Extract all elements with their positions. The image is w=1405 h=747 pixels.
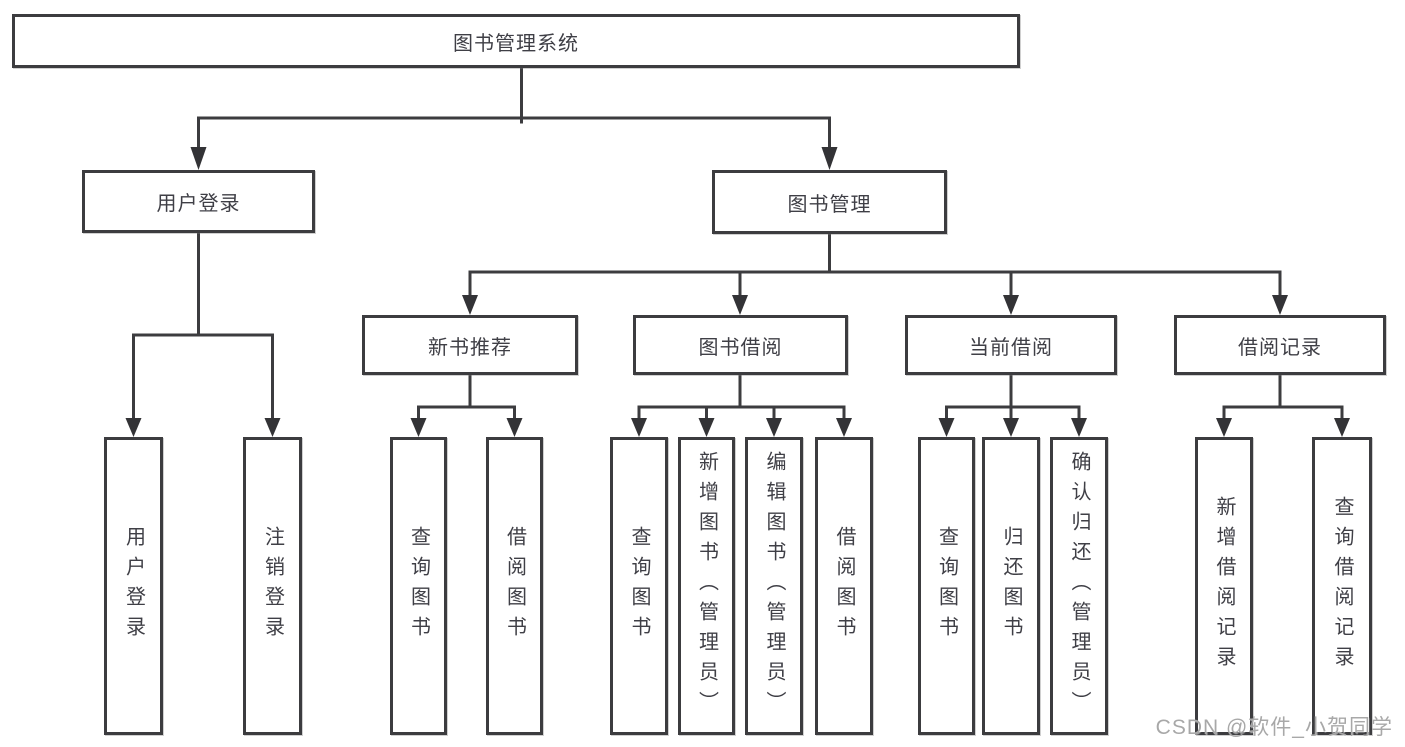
node-book-management: 图书管理 [712, 170, 947, 234]
leaf-borrow-books-2: 借阅图书 [815, 437, 873, 735]
leaf-query-books-3: 查询图书 [918, 437, 975, 735]
node-book-borrow: 图书借阅 [633, 315, 848, 375]
leaf-label: 借阅图书 [833, 526, 855, 646]
connector-newrec-branch [417, 405, 516, 421]
leaf-user-login: 用户登录 [104, 437, 163, 735]
leaf-edit-books-admin: 编辑图书（管理员） [745, 437, 803, 735]
arrow-down-icon [1272, 295, 1288, 315]
connector-bookmgmt-branch [468, 270, 1282, 298]
connector-current-branch [945, 405, 1081, 421]
arrowheads [125, 147, 1350, 437]
leaf-label: 借阅图书 [503, 526, 526, 646]
leaf-label: 查询图书 [935, 526, 958, 646]
connector-root-branch [197, 116, 831, 153]
arrow-down-icon [125, 418, 142, 437]
arrow-down-icon [506, 418, 523, 437]
arrow-down-icon [1334, 418, 1350, 437]
arrow-down-icon [732, 295, 748, 315]
leaf-label: 用户登录 [122, 526, 145, 646]
arrow-down-icon [631, 418, 647, 437]
leaf-logout: 注销登录 [243, 437, 302, 735]
leaf-borrow-books-1: 借阅图书 [486, 437, 543, 735]
leaf-label: 新增图书（管理员） [695, 451, 718, 721]
leaf-label: 查询图书 [407, 526, 430, 646]
leaf-query-books-2: 查询图书 [610, 437, 668, 735]
node-user-login: 用户登录 [82, 170, 315, 233]
arrow-down-icon [1071, 418, 1087, 437]
arrow-down-icon [1216, 418, 1232, 437]
leaf-label: 新增借阅记录 [1213, 496, 1235, 676]
node-root-system: 图书管理系统 [12, 14, 1020, 68]
arrow-down-icon [766, 418, 782, 437]
leaf-add-books-admin: 新增图书（管理员） [678, 437, 735, 735]
leaf-label: 注销登录 [261, 526, 284, 646]
connector-userlogin-branch [132, 333, 274, 421]
leaf-label: 归还图书 [1000, 526, 1022, 646]
leaf-confirm-return-admin: 确认归还（管理员） [1050, 437, 1108, 735]
arrow-down-icon [190, 147, 207, 170]
leaf-label: 确认归还（管理员） [1068, 451, 1090, 721]
arrow-down-icon [698, 418, 715, 437]
leaf-label: 查询借阅记录 [1331, 496, 1353, 676]
arrow-down-icon [836, 418, 852, 437]
leaf-label: 查询图书 [628, 526, 650, 646]
arrow-down-icon [410, 418, 427, 437]
connector-borrow-branch [637, 405, 846, 421]
csdn-watermark: CSDN @软件_小贺同学 [1155, 716, 1393, 739]
arrow-down-icon [938, 418, 955, 437]
arrow-down-icon [1003, 295, 1019, 315]
arrow-down-icon [821, 147, 838, 170]
node-current-borrow: 当前借阅 [905, 315, 1117, 375]
node-new-book-recommend: 新书推荐 [362, 315, 578, 375]
arrow-down-icon [1003, 418, 1019, 437]
leaf-query-books-1: 查询图书 [390, 437, 447, 735]
leaf-return-books: 归还图书 [982, 437, 1040, 735]
arrow-down-icon [462, 295, 478, 315]
connector-record-branch [1222, 405, 1344, 421]
node-borrow-record: 借阅记录 [1174, 315, 1386, 375]
leaf-label: 编辑图书（管理员） [763, 451, 785, 721]
leaf-add-borrow-record: 新增借阅记录 [1195, 437, 1253, 735]
arrow-down-icon [264, 418, 281, 437]
leaf-query-borrow-record: 查询借阅记录 [1312, 437, 1372, 735]
